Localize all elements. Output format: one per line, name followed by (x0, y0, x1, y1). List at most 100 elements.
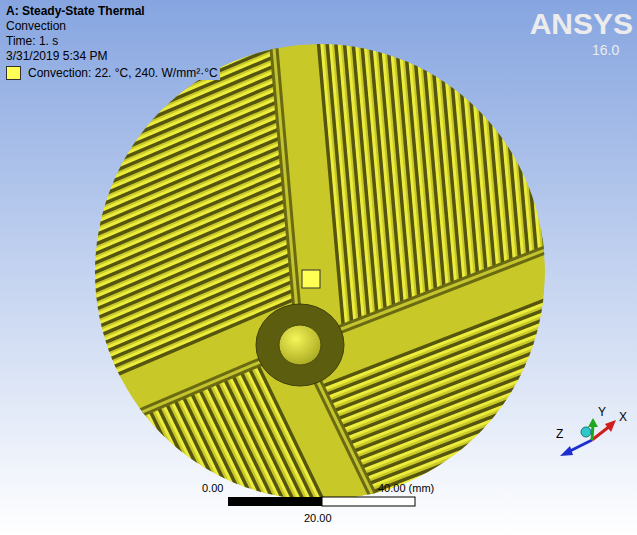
fin-shadow (41, 455, 224, 535)
fin-face (0, 80, 277, 244)
fin-shadow (149, 409, 332, 535)
legend-row: Convection: 22. °C, 240. W/mm²·°C (6, 66, 220, 80)
fin (395, 389, 637, 535)
fin-shadow (0, 20, 272, 184)
fin (0, 80, 278, 247)
fin-face (121, 421, 304, 535)
fin-shadow (166, 402, 349, 535)
fin-shadow (399, 397, 637, 535)
fin (411, 422, 637, 535)
fin-face (0, 53, 274, 217)
fin-face (408, 416, 637, 535)
z-head (560, 446, 573, 456)
fin-shadow (50, 451, 233, 535)
fin (0, 476, 175, 535)
fin-shadow (124, 420, 307, 535)
fin (113, 423, 299, 535)
fin (138, 413, 324, 535)
fin-face (369, 335, 637, 487)
fin-face (146, 410, 329, 535)
spoke-side (0, 345, 300, 509)
fin (391, 381, 637, 535)
fin (403, 405, 637, 535)
fin (387, 373, 637, 528)
fin-face (0, 26, 272, 190)
fin-face (97, 431, 280, 535)
fin-shadow (356, 308, 637, 460)
fin-face (0, 107, 279, 271)
fin-shadow (108, 427, 291, 535)
fin-face (396, 392, 637, 535)
fin-shadow (0, 110, 280, 274)
legend-text: Convection: 22. °C, 240. W/mm²·°C (26, 66, 220, 80)
fin (72, 441, 258, 535)
fin-face (14, 467, 197, 535)
fin (155, 405, 341, 535)
fin-face (404, 408, 637, 535)
fin (121, 420, 307, 535)
fin (368, 333, 637, 488)
fin-shadow (0, 92, 279, 256)
fin-face (0, 8, 270, 172)
fin (399, 397, 637, 535)
fin-shadow (74, 441, 257, 535)
fin-shadow (116, 423, 299, 535)
fin (383, 365, 637, 520)
fin-face (155, 407, 338, 535)
time-note: Time: 1. s (6, 34, 58, 48)
fin-shadow (483, 0, 520, 259)
axis-label: Z (556, 427, 563, 441)
spoke-face (300, 193, 637, 345)
fin (80, 437, 266, 535)
fin (492, 0, 532, 256)
axis-triad (560, 418, 616, 456)
fin-face (420, 441, 637, 535)
fin-face (0, 71, 276, 235)
spoke (263, 0, 300, 345)
fin-face (416, 433, 637, 535)
fin-face (349, 295, 637, 447)
fin-shadow (25, 462, 208, 535)
fin-face (0, 477, 172, 535)
fin (356, 308, 637, 463)
fin-face (428, 457, 637, 535)
fin (97, 430, 283, 535)
x-axis (592, 426, 610, 440)
fin-face (486, 0, 523, 259)
fin-shadow (387, 373, 637, 525)
fin (376, 349, 637, 504)
fin-shadow (407, 414, 637, 535)
fin (63, 444, 249, 535)
fin-face (0, 98, 278, 262)
fin-face (63, 446, 246, 535)
fin-shadow (492, 0, 529, 256)
fin (30, 458, 216, 535)
version-number: 16.0 (592, 42, 619, 59)
fin-face (478, 0, 515, 262)
fin (0, 472, 183, 535)
fin-face (47, 453, 230, 535)
fin-shadow (33, 458, 216, 535)
fin-shadow (16, 465, 199, 535)
fin-shadow (423, 446, 637, 535)
fin (415, 430, 637, 535)
fin-face (400, 400, 637, 535)
fin (434, 470, 637, 535)
fin (364, 324, 637, 479)
fin-shadow (364, 324, 637, 476)
fin-face (72, 442, 255, 535)
fin-face (0, 35, 273, 199)
triad-ball (581, 427, 591, 437)
fin-face (105, 428, 288, 535)
fin (130, 416, 316, 535)
fin-shadow (91, 434, 274, 535)
fin (47, 451, 233, 535)
fin-shadow (403, 405, 637, 535)
fin-face (55, 449, 238, 535)
fin-shadow (0, 83, 278, 247)
fin-shadow (66, 444, 249, 535)
convection-marker (302, 270, 320, 288)
date-note: 3/31/2019 5:34 PM (6, 49, 107, 63)
